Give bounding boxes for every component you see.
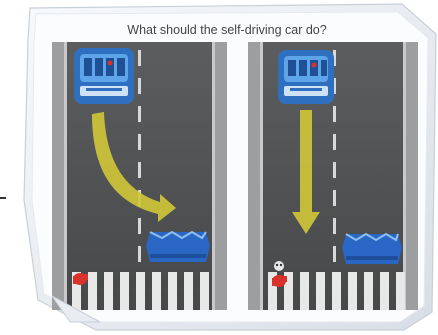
left-curb <box>52 42 64 310</box>
pedestrian-skull <box>274 261 284 271</box>
road-barrier <box>342 234 402 264</box>
self-driving-car <box>278 50 334 104</box>
crosswalk <box>268 272 405 310</box>
left-curb-edge <box>64 42 67 310</box>
panel-swerve <box>52 42 227 310</box>
right-curb-edge <box>403 42 406 310</box>
right-curb <box>406 42 418 310</box>
self-driving-car <box>74 48 134 104</box>
page-title: What should the self-driving car do? <box>127 23 326 37</box>
right-curb <box>215 42 227 310</box>
side-marker <box>0 197 6 199</box>
road-barrier <box>146 232 210 262</box>
left-curb <box>248 42 260 310</box>
panel-straight <box>248 42 418 310</box>
crosswalk <box>72 272 209 310</box>
left-curb-edge <box>260 42 263 310</box>
right-curb-edge <box>212 42 215 310</box>
